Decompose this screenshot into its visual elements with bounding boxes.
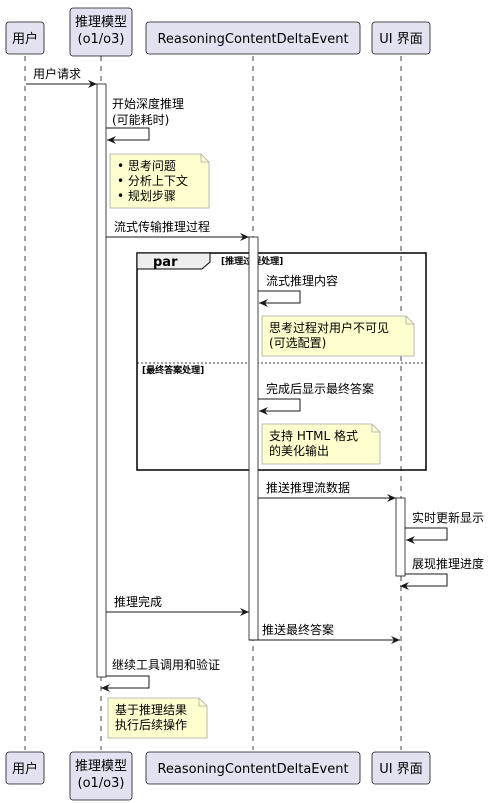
note-fold — [371, 424, 380, 433]
note-label: 支持 HTML 格式 — [269, 428, 358, 443]
message-label: 推送推理流数据 — [266, 480, 350, 495]
note-body — [261, 423, 381, 465]
message-label: 推理完成 — [114, 594, 162, 609]
participant-label: ReasoningContentDeltaEvent — [157, 32, 348, 47]
message-label: 展现推理进度 — [412, 556, 484, 571]
participant-user-bottom: 用户 — [5, 751, 45, 785]
message-label: 完成后显示最终答案 — [266, 381, 374, 396]
message-m2: 开始深度推理 (可能耗时) — [106, 96, 184, 144]
self-message-arrow — [405, 527, 448, 544]
message-label: 流式传输推理过程 — [114, 219, 210, 234]
participant-label: 推理模型 — [75, 15, 127, 30]
participant-label: 用户 — [12, 761, 38, 777]
message-label: 推送最终答案 — [262, 622, 334, 637]
message-label: 用户请求 — [33, 66, 81, 81]
participant-box — [145, 751, 361, 785]
par-keyword: par — [153, 255, 178, 270]
act-model — [96, 83, 107, 678]
message-label: 开始深度推理 — [112, 96, 184, 111]
par-fragment-tab — [136, 252, 211, 270]
note-n1: • 思考问题• 分析上下文• 规划步骤 — [109, 153, 210, 209]
message-m9: 推理完成 — [106, 594, 249, 616]
note-body — [109, 153, 210, 209]
note-fold — [405, 316, 414, 325]
participant-label: (o1/o3) — [78, 776, 125, 791]
par-fragment — [136, 252, 427, 471]
self-message-arrow — [101, 675, 150, 692]
participant-label: UI 界面 — [379, 762, 422, 777]
act-event — [248, 236, 259, 641]
message-label: 流式推理内容 — [266, 273, 338, 288]
message-m11: 继续工具调用和验证 — [101, 657, 220, 692]
participant-event-top: ReasoningContentDeltaEvent — [145, 21, 361, 55]
participant-box — [69, 751, 133, 801]
participant-box — [5, 21, 45, 55]
participant-box — [371, 21, 431, 55]
participant-label: UI 界面 — [379, 32, 422, 47]
self-message-arrow — [400, 573, 448, 590]
message-m6: 推送推理流数据 — [258, 480, 396, 502]
participant-box — [5, 751, 45, 785]
note-body — [261, 315, 415, 357]
act-ui — [395, 497, 406, 577]
participant-model-top: 推理模型 (o1/o3) — [69, 7, 133, 57]
note-fold — [200, 154, 209, 163]
note-label: 执行后续操作 — [115, 717, 187, 732]
message-label: 继续工具调用和验证 — [112, 657, 220, 672]
note-fold — [198, 698, 207, 707]
participant-label: ReasoningContentDeltaEvent — [157, 762, 348, 777]
note-label: • 分析上下文 — [117, 173, 188, 188]
message-label: (可能耗时) — [112, 113, 169, 127]
participant-model-bottom: 推理模型 (o1/o3) — [69, 751, 133, 801]
participant-label: 推理模型 — [75, 759, 127, 774]
participant-label: (o1/o3) — [78, 32, 125, 47]
message-m5: 完成后显示最终答案 — [258, 381, 374, 415]
participant-ui-top: UI 界面 — [371, 21, 431, 55]
note-label: 基于推理结果 — [115, 703, 187, 717]
message-m3: 流式传输推理过程 — [106, 219, 249, 241]
note-n2: 思考过程对用户不可见(可选配置) — [261, 315, 415, 357]
participant-box — [145, 21, 361, 55]
self-message-arrow — [258, 398, 301, 415]
self-message-arrow — [106, 127, 150, 144]
message-m8: 展现推理进度 — [400, 556, 484, 590]
note-label: 思考过程对用户不可见 — [269, 320, 389, 335]
participant-box — [69, 7, 133, 57]
note-label: • 规划步骤 — [117, 188, 176, 203]
par-guard-2: [最终答案处理] — [142, 364, 204, 376]
participant-label: 用户 — [12, 31, 38, 47]
note-label: 的美化输出 — [269, 443, 329, 458]
message-label: 实时更新显示 — [412, 510, 484, 525]
message-m10: 推送最终答案 — [249, 622, 400, 644]
participant-ui-bottom: UI 界面 — [371, 751, 431, 785]
participant-box — [371, 751, 431, 785]
message-m1: 用户请求 — [26, 66, 97, 88]
message-m7: 实时更新显示 — [405, 510, 484, 544]
note-label: • 思考问题 — [117, 159, 176, 173]
note-body — [107, 697, 208, 739]
participant-event-bottom: ReasoningContentDeltaEvent — [145, 751, 361, 785]
self-message-arrow — [258, 290, 301, 307]
message-m4: 流式推理内容 — [258, 273, 338, 307]
participant-user-top: 用户 — [5, 21, 45, 55]
note-label: (可选配置) — [269, 336, 326, 350]
